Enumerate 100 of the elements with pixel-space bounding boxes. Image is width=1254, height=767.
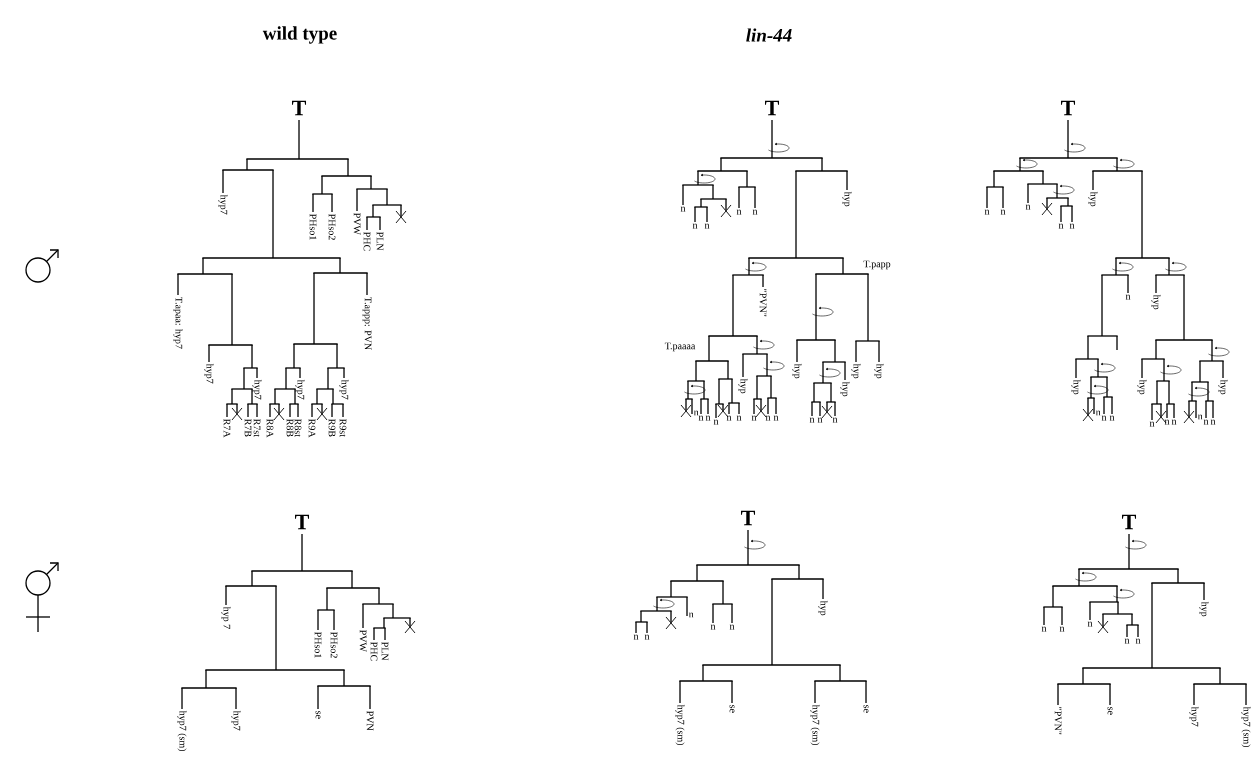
cell-label: PHC [370,642,378,661]
cell-label: PLN [381,642,389,661]
cell-label: hyp [1088,191,1098,207]
cell-label: n [1149,421,1155,427]
cell-label: T.apaa: hyp7 [173,296,183,349]
cell-label: PVW [359,630,367,652]
cell-label: PHso2 [330,632,338,658]
cell-label: n [817,417,823,423]
cell-label: "PVN" [759,289,767,317]
root-cell-label: T [1061,100,1075,116]
cell-label: n [713,419,719,425]
cell-label: "PVN" [1054,707,1062,735]
cell-label: n [633,634,639,640]
cell-label: n [1109,415,1115,421]
cell-label: R9B [328,419,336,437]
cell-label: n [693,410,699,416]
cell-label: n [705,415,711,421]
cell-label: hyp7 [1189,706,1199,727]
cell-label: n [644,634,650,640]
cell-label: hyp [738,378,748,394]
cell-label: n [736,209,742,215]
cell-label: n [751,415,757,421]
cell-label: PHC [363,232,371,251]
cell-label: n [1101,415,1107,421]
cell-label: n [1125,294,1131,300]
root-cell-label: T [765,100,779,116]
cell-label: R8B [286,419,294,437]
cell-label: PVW [353,213,361,235]
cell-label: R7st [253,419,261,437]
cell-label: R9st [339,419,347,437]
cell-label: PHso1 [314,632,322,658]
cell-label: hyp [1151,294,1161,310]
cell-label: PLN [376,232,384,251]
cell-label: PVN [366,711,374,731]
cell-label: hyp [851,363,861,379]
cell-label: n [765,415,771,421]
cell-label: n [710,624,716,630]
cell-label: hyp7 (sm) [177,710,187,752]
cell-label: hyp [842,191,852,207]
cell-label: se [1107,707,1113,715]
root-cell-label: T [292,100,306,116]
cell-label: hyp7 [218,194,228,215]
cell-label: n [1171,419,1177,425]
cell-label: n [1164,419,1170,425]
cell-label: n [692,223,698,229]
cell-label: n [1041,626,1047,632]
cell-label: R7A [223,419,231,438]
cell-label: hyp [792,363,802,379]
cell-label: n [984,209,990,215]
cell-label: hyp [840,381,850,397]
cell-label: hyp7 (sm) [675,704,685,746]
cell-label: hyp7 (sm) [810,704,820,746]
cell-label: n [1197,414,1203,420]
root-cell-label: T [1122,514,1136,530]
cell-label: R8st [294,419,302,437]
cell-label: n [704,223,710,229]
cell-label: n [773,415,779,421]
cell-label: n [729,624,735,630]
cell-label: hyp 7 [221,606,231,629]
cell-label: n [752,209,758,215]
cell-label: n [688,612,694,618]
cell-label: n [736,415,742,421]
cell-label: hyp [1137,379,1147,395]
cell-label: n [1124,638,1130,644]
cell-label: n [1059,626,1065,632]
cell-label: hyp7 [295,379,305,400]
cell-label: n [726,415,732,421]
column-heading: lin-44 [746,28,792,42]
cell-label: hyp7 [339,379,349,400]
cell-label: n [1087,621,1093,627]
cell-label: n [1058,223,1064,229]
cell-label: hyp7 [231,710,241,731]
cell-label: se [729,705,735,713]
cell-label: n [698,415,704,421]
cell-label: se [315,711,321,719]
cell-label: n [1210,419,1216,425]
cell-label: hyp [1199,601,1209,617]
cell-label: n [1095,410,1101,416]
column-heading: wild type [262,26,337,44]
root-cell-label: T [741,510,755,526]
cell-label: hyp7 [252,379,262,400]
cell-label: T.papp [863,260,891,270]
cell-label: T.paaaa [664,342,696,352]
root-cell-label: T [295,514,309,530]
cell-label: PHso2 [328,214,336,240]
cell-label: hyp [818,600,828,616]
cell-label: se [863,705,869,713]
cell-label: n [1000,209,1006,215]
cell-label: n [809,417,815,423]
cell-label: n [1069,223,1075,229]
cell-label: hyp7 [204,363,214,384]
cell-label: R8A [266,419,274,438]
cell-label: hyp [874,363,884,379]
cell-label: n [1203,419,1209,425]
cell-label: R9A [308,419,316,438]
cell-label: hyp [1071,379,1081,395]
cell-label: n [832,417,838,423]
cell-label: hyp7 (sm) [1241,706,1251,748]
cell-label: T.appp: PVN [362,296,372,350]
cell-label: PHso1 [309,214,317,240]
